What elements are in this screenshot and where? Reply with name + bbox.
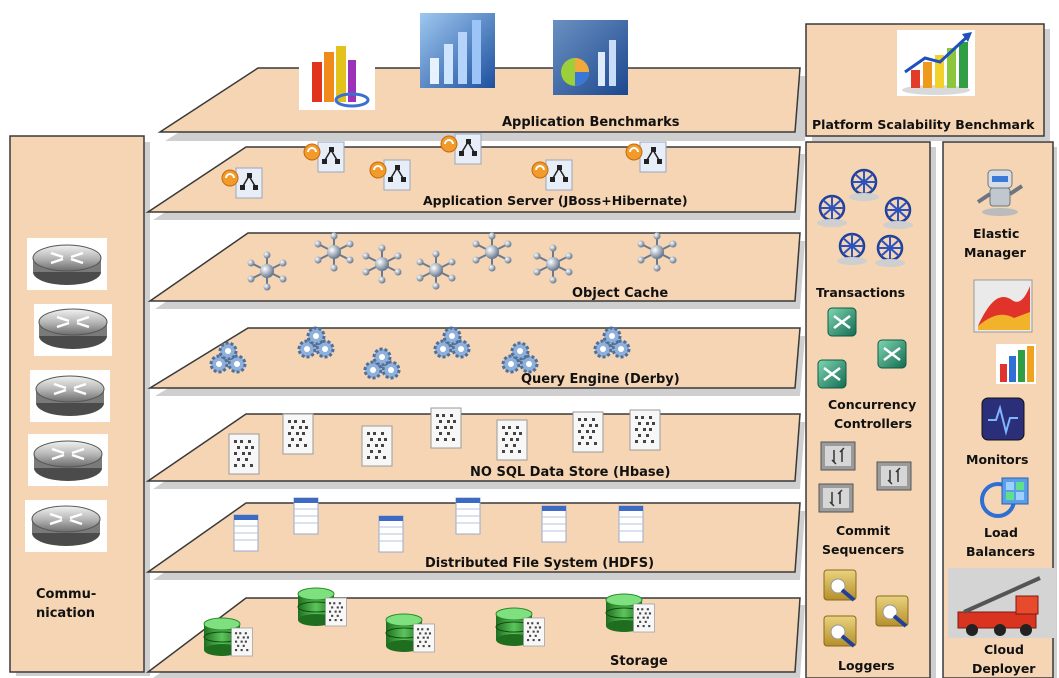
layer-label-object-cache: Object Cache — [572, 286, 668, 301]
concurrency-label-line2: Controllers — [834, 416, 912, 431]
pie-chart-icon — [553, 20, 628, 95]
platform-benchmark-label: Platform Scalability Benchmark — [812, 117, 1035, 132]
layer-application-benchmarks: Application Benchmarks — [157, 13, 805, 141]
load-balancer-icon — [980, 477, 1029, 518]
benchmark-chart-icon — [299, 42, 375, 110]
load-balancers-label-line2: Balancers — [966, 544, 1035, 559]
file-stack-icon — [233, 514, 259, 552]
document-icon — [228, 433, 260, 475]
surface-chart-icon — [973, 279, 1033, 333]
elastic-manager-label-line2: Manager — [964, 245, 1027, 260]
commit-label-line1: Commit — [836, 523, 890, 538]
layer-label-application-server: Application Server (JBoss+Hibernate) — [423, 193, 688, 208]
layer-query-engine: Query Engine (Derby) — [147, 327, 805, 396]
bar-chart-icon — [996, 344, 1036, 384]
router-icon — [34, 304, 112, 356]
layer-distributed-file-system: Distributed File System (HDFS) — [145, 497, 805, 580]
communication-panel: Commu- nication — [9, 135, 150, 676]
router-icon — [28, 434, 108, 486]
platform-benchmark-panel: Platform Scalability Benchmark — [805, 23, 1050, 141]
file-stack-icon — [293, 497, 319, 535]
layer-label-distributed-file-system: Distributed File System (HDFS) — [425, 556, 654, 571]
file-stack-icon — [541, 505, 567, 543]
database-icon — [298, 588, 347, 626]
layer-label-nosql-data-store: NO SQL Data Store (Hbase) — [470, 465, 670, 480]
router-icon — [30, 370, 110, 422]
elastic-manager-label-line1: Elastic — [973, 226, 1019, 241]
concurrency-label-line1: Concurrency — [828, 397, 916, 412]
file-stack-icon — [455, 497, 481, 535]
communication-label-line1: Commu- — [36, 587, 96, 602]
transactions-label: Transactions — [816, 285, 905, 300]
layer-storage: Storage — [145, 588, 805, 678]
cloud-deployer-label-line2: Deployer — [972, 661, 1036, 676]
layer-application-server: Application Server (JBoss+Hibernate) — [145, 133, 805, 220]
layer-label-query-engine: Query Engine (Derby) — [521, 372, 680, 387]
layer-label-storage: Storage — [610, 654, 668, 669]
communication-label-line2: nication — [36, 606, 95, 621]
document-icon — [430, 407, 462, 449]
load-balancers-label-line1: Load — [984, 525, 1018, 540]
document-icon — [629, 409, 661, 451]
document-icon — [496, 419, 528, 461]
file-stack-icon — [378, 515, 404, 553]
layer-object-cache: Object Cache — [147, 231, 805, 309]
file-stack-icon — [618, 505, 644, 543]
robot-icon — [976, 169, 1024, 216]
elastic-column: Elastic Manager Monitors Load Balancers — [942, 141, 1057, 678]
growth-chart-icon — [897, 30, 975, 96]
document-icon — [361, 425, 393, 467]
commit-label-line2: Sequencers — [822, 542, 904, 557]
cloud-deployer-label-line1: Cloud — [984, 642, 1024, 657]
monitor-icon — [981, 397, 1025, 441]
crane-truck-icon — [948, 568, 1056, 638]
router-icon — [27, 238, 107, 290]
transactions-column: Transactions Concurrency Controllers Com… — [805, 141, 936, 678]
bar-chart-icon — [420, 13, 495, 88]
monitors-label: Monitors — [966, 452, 1028, 467]
router-icon — [25, 500, 107, 552]
layer-nosql-data-store: NO SQL Data Store (Hbase) — [145, 407, 805, 489]
loggers-label: Loggers — [838, 658, 895, 673]
layer-label-application-benchmarks: Application Benchmarks — [502, 115, 680, 130]
document-icon — [282, 413, 314, 455]
document-icon — [572, 411, 604, 453]
